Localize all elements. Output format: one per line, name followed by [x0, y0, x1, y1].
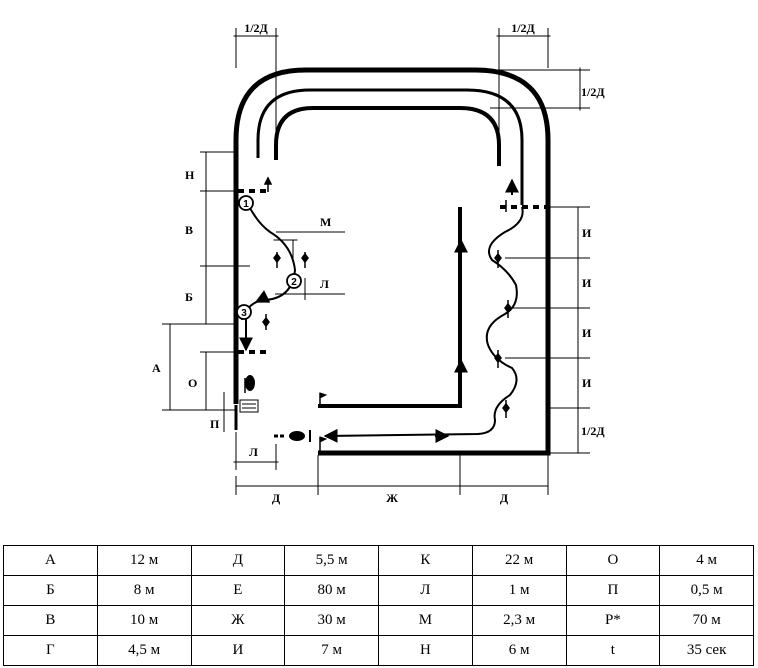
legend-value: 80 м — [284, 575, 379, 606]
legend-value: 12 м — [96, 545, 192, 576]
legend-value: 5,5 м — [284, 545, 379, 576]
legend-value: 22 м — [471, 545, 567, 576]
label-d-right: Д — [500, 491, 509, 505]
car-icons — [239, 375, 311, 442]
label-b: Б — [185, 290, 193, 304]
cone-3-label: 3 — [241, 308, 247, 319]
track-inner-boundary — [274, 106, 501, 408]
legend-key: О — [565, 545, 661, 576]
label-i-4: И — [582, 376, 592, 390]
legend-key: t — [565, 635, 661, 666]
label-o: О — [188, 376, 197, 390]
legend-key: Н — [378, 635, 473, 666]
legend-value: 8 м — [96, 575, 192, 606]
track-outer-boundary — [233, 67, 551, 456]
label-l-bottom: Л — [249, 445, 258, 459]
legend-key: И — [190, 635, 286, 666]
legend-key: А — [3, 545, 98, 576]
cone-2-label: 2 — [291, 277, 297, 288]
legend-value: 35 сек — [659, 635, 754, 666]
legend-key: Ж — [190, 605, 286, 636]
cone-1-label: 1 — [243, 199, 249, 210]
label-n: Н — [185, 168, 195, 182]
label-zh: Ж — [386, 491, 398, 505]
legend-value: 1 м — [471, 575, 567, 606]
legend-key: Р* — [565, 605, 661, 636]
legend-value: 30 м — [284, 605, 379, 636]
legend-value: 4,5 м — [96, 635, 192, 666]
dimension-labels: 1/2Д 1/2Д 1/2Д Н В Б А О П Л М Л Д Ж Д И… — [152, 21, 605, 505]
legend-value: 0,5 м — [659, 575, 754, 606]
legend-key: К — [378, 545, 473, 576]
legend-key: М — [378, 605, 473, 636]
right-lane-arrows — [435, 178, 519, 443]
label-i-2: И — [582, 276, 592, 290]
legend-row: А 12 м Д 5,5 м К 22 м О 4 м — [3, 545, 754, 576]
legend-key: Е — [190, 575, 286, 606]
label-half-d-top-right: 1/2Д — [511, 21, 535, 35]
dimension-lines — [162, 28, 590, 495]
label-i-1: И — [582, 226, 592, 240]
label-a: А — [152, 361, 161, 375]
legend-key: П — [565, 575, 661, 606]
label-m: М — [320, 215, 331, 229]
dashed-lines — [238, 189, 546, 354]
cone-markers — [238, 176, 512, 418]
legend-row: Б 8 м Е 80 м Л 1 м П 0,5 м — [3, 575, 754, 606]
driving-path — [239, 89, 524, 443]
legend-value: 4 м — [659, 545, 754, 576]
legend-value: 70 м — [659, 605, 754, 636]
legend-key: Д — [190, 545, 286, 576]
label-half-d-top-left: 1/2Д — [244, 21, 268, 35]
label-d-left: Д — [272, 491, 281, 505]
legend-key: В — [3, 605, 98, 636]
legend-value: 10 м — [96, 605, 192, 636]
legend-value: 6 м — [471, 635, 567, 666]
legend-row: Г 4,5 м И 7 м Н 6 м t 35 сек — [3, 635, 754, 666]
label-half-d-bottom-right: 1/2Д — [581, 424, 605, 438]
label-v: В — [185, 223, 193, 237]
track-diagram: 1 2 3 — [152, 21, 605, 505]
legend-key: Б — [3, 575, 98, 606]
numbered-cones: 1 2 3 — [236, 195, 302, 320]
label-p: П — [210, 417, 220, 431]
label-half-d-right: 1/2Д — [581, 85, 605, 99]
flags — [319, 392, 328, 452]
label-i-3: И — [582, 326, 592, 340]
legend-key: Г — [3, 635, 98, 666]
legend-value: 2,3 м — [471, 605, 567, 636]
legend-row: В 10 м Ж 30 м М 2,3 м Р* 70 м — [3, 605, 754, 636]
legend-value: 7 м — [284, 635, 379, 666]
label-l-right: Л — [320, 277, 329, 291]
legend-key: Л — [378, 575, 473, 606]
dimensions-legend-table: А 12 м Д 5,5 м К 22 м О 4 м Б 8 м Е 80 м… — [3, 545, 754, 666]
